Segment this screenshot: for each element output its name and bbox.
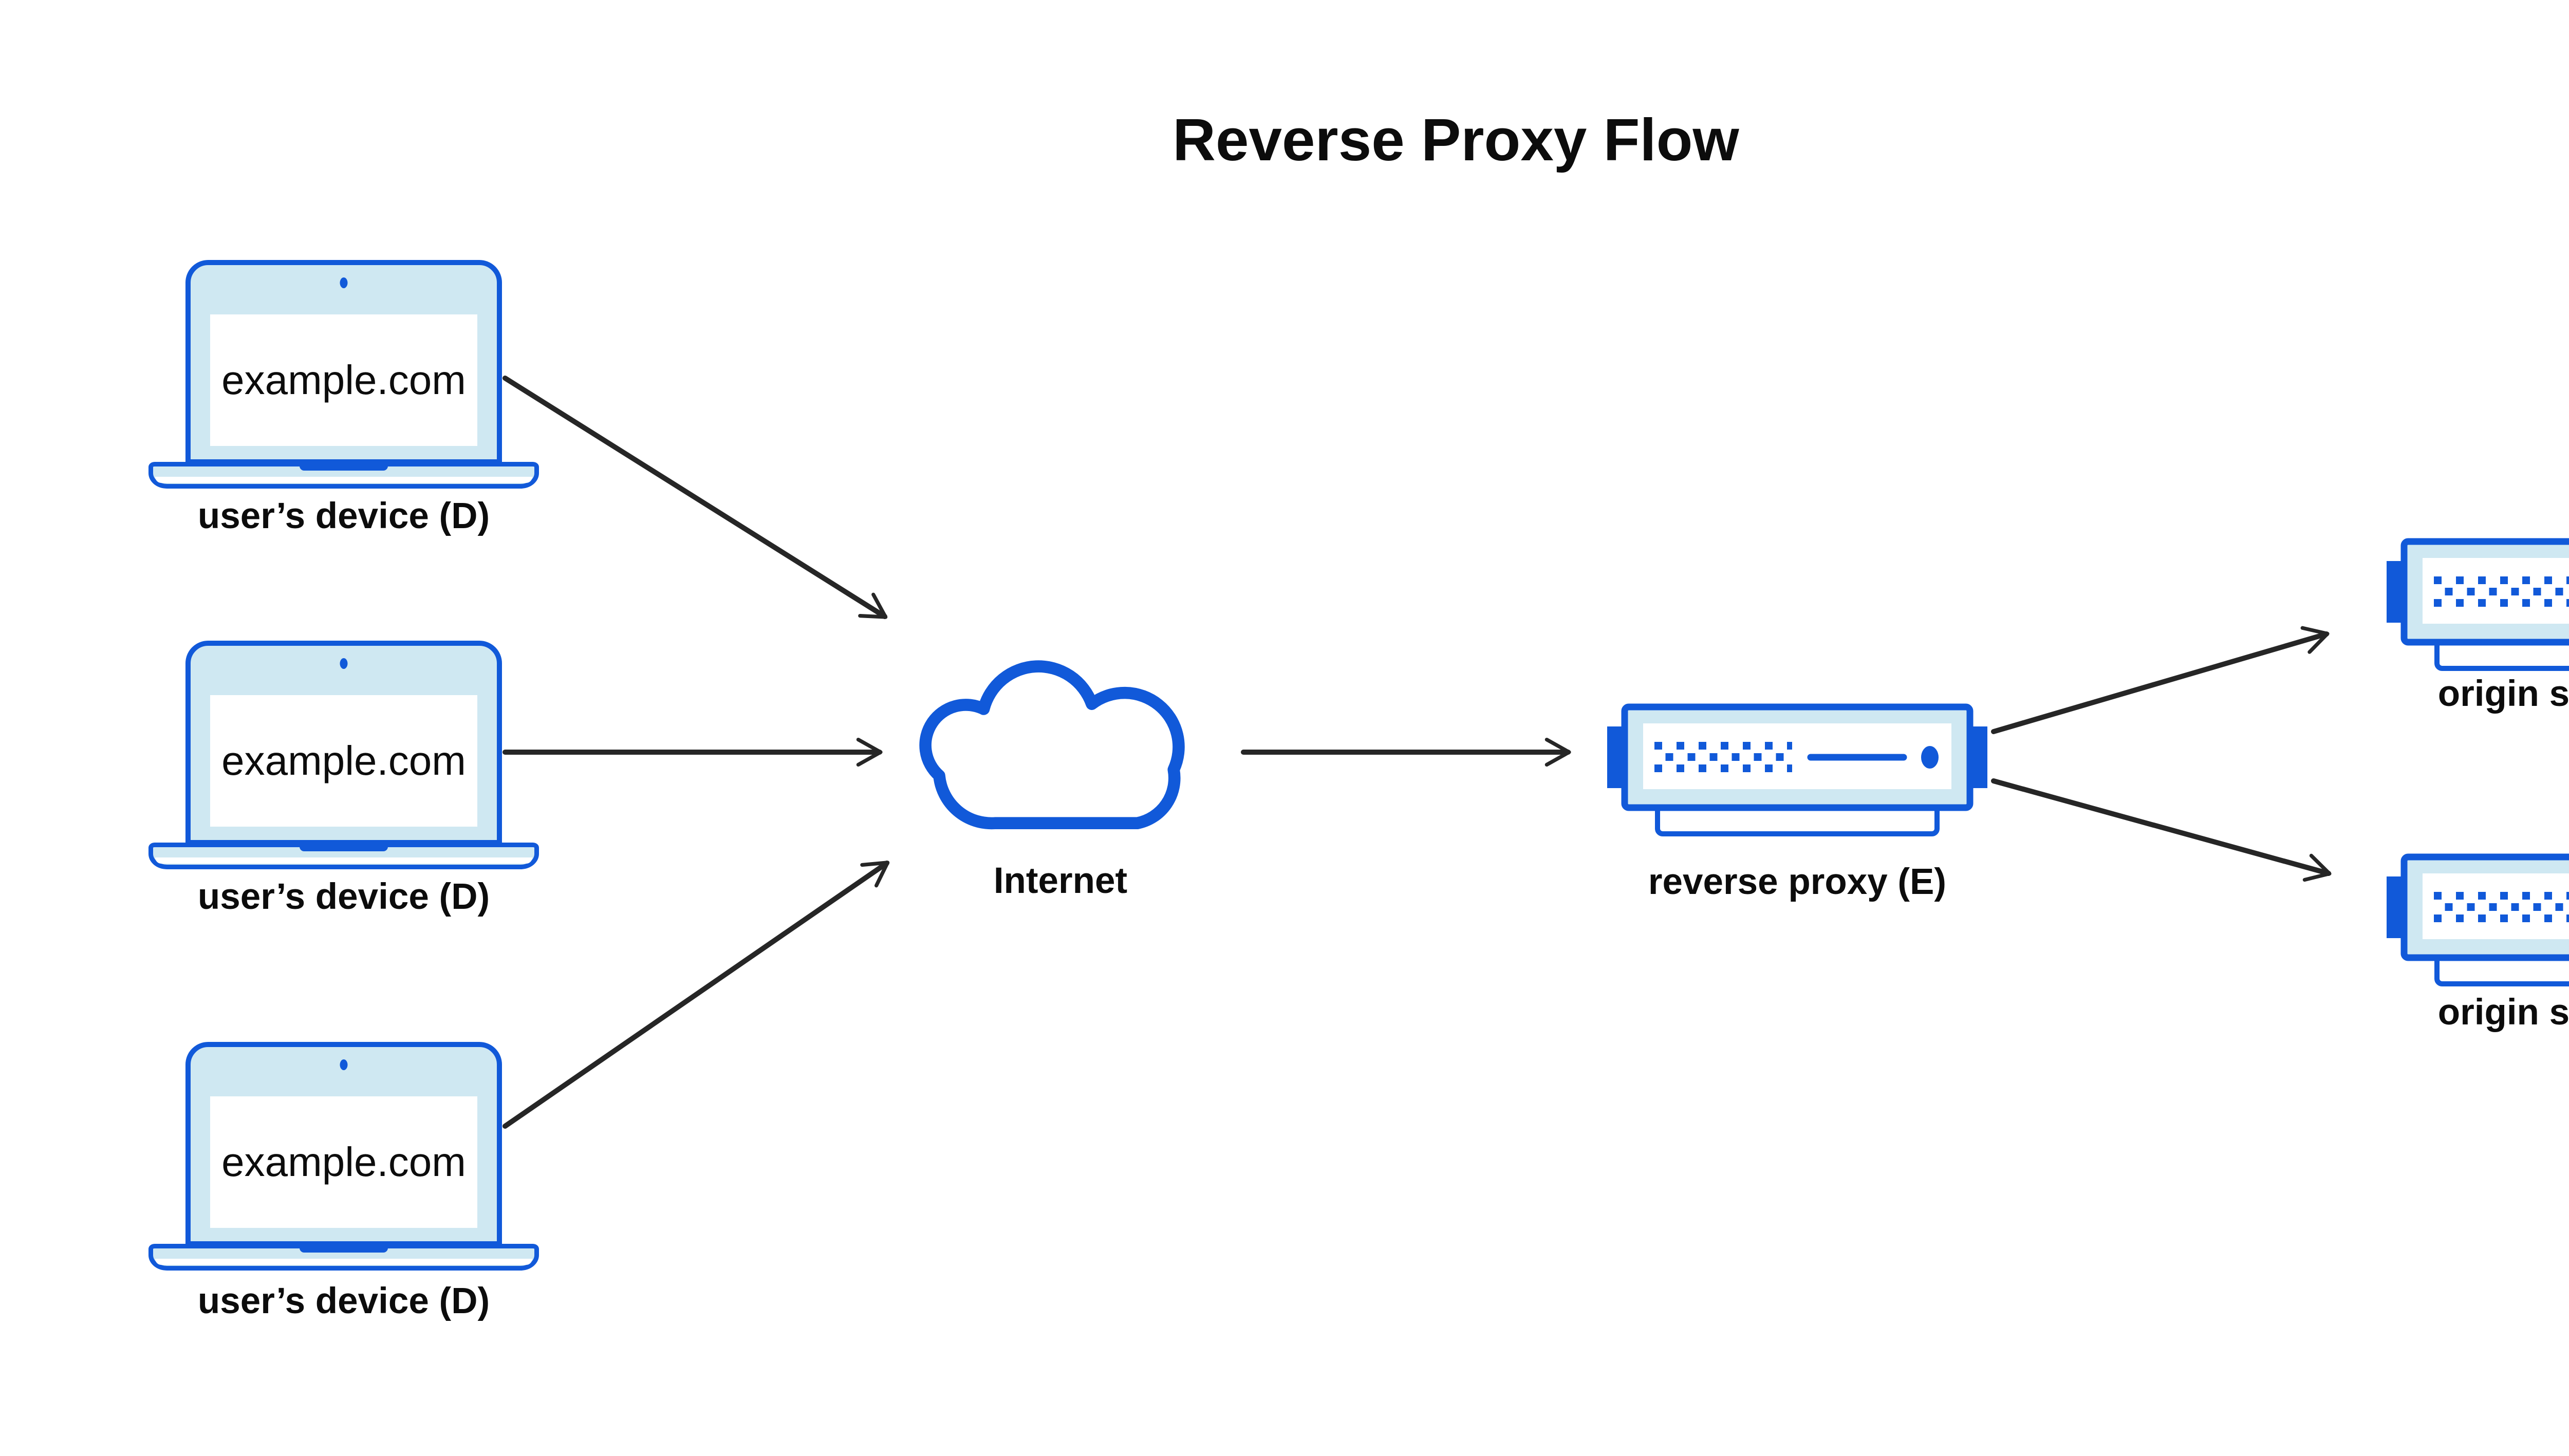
server-icon [2387,538,2569,671]
origin-server-2-label: origin server (F) [2437,992,2569,1033]
server-icon [2387,853,2569,986]
server-dots-pattern [1654,742,1792,774]
device-screen-text: example.com [210,695,477,827]
camera-dot-icon [340,277,348,288]
node-reverse-proxy [1607,703,1987,842]
server-icon [1607,703,1987,836]
laptop-icon: example.com [185,260,502,464]
laptop-icon: example.com [185,641,502,845]
laptop-hinge-notch [300,462,388,471]
user-device-1-label: user’s device (D) [197,495,490,536]
device-screen-text: example.com [210,314,477,446]
camera-dot-icon [340,1059,348,1070]
device-screen-text: example.com [210,1096,477,1228]
origin-server-1-label: origin server (F) [2437,673,2569,714]
arrow-device1-to-internet [502,376,888,619]
node-user-device-3: example.com [148,1042,539,1271]
arrow-device3-to-internet [502,861,890,1129]
cloud-icon [919,660,1185,830]
laptop-icon: example.com [185,1042,502,1246]
node-user-device-1: example.com [148,260,539,489]
server-dots-pattern [2434,892,2569,924]
arrow-proxy-to-origin2 [1991,778,2332,882]
user-device-3-label: user’s device (D) [197,1280,490,1321]
laptop-hinge-notch [300,843,388,851]
internet-label: Internet [993,860,1128,901]
reverse-proxy-label: reverse proxy (E) [1648,861,1947,902]
page-title: Reverse Proxy Flow [1172,106,1739,173]
user-device-2-label: user’s device (D) [197,876,490,917]
laptop-hinge-notch [300,1244,388,1253]
arrow-proxy-to-origin1 [1991,626,2330,734]
server-dots-pattern [2434,576,2569,608]
node-origin-server-1 [2387,537,2569,676]
node-internet [918,648,1203,830]
node-origin-server-2 [2387,853,2569,992]
node-user-device-2: example.com [148,641,539,869]
camera-dot-icon [340,658,348,669]
